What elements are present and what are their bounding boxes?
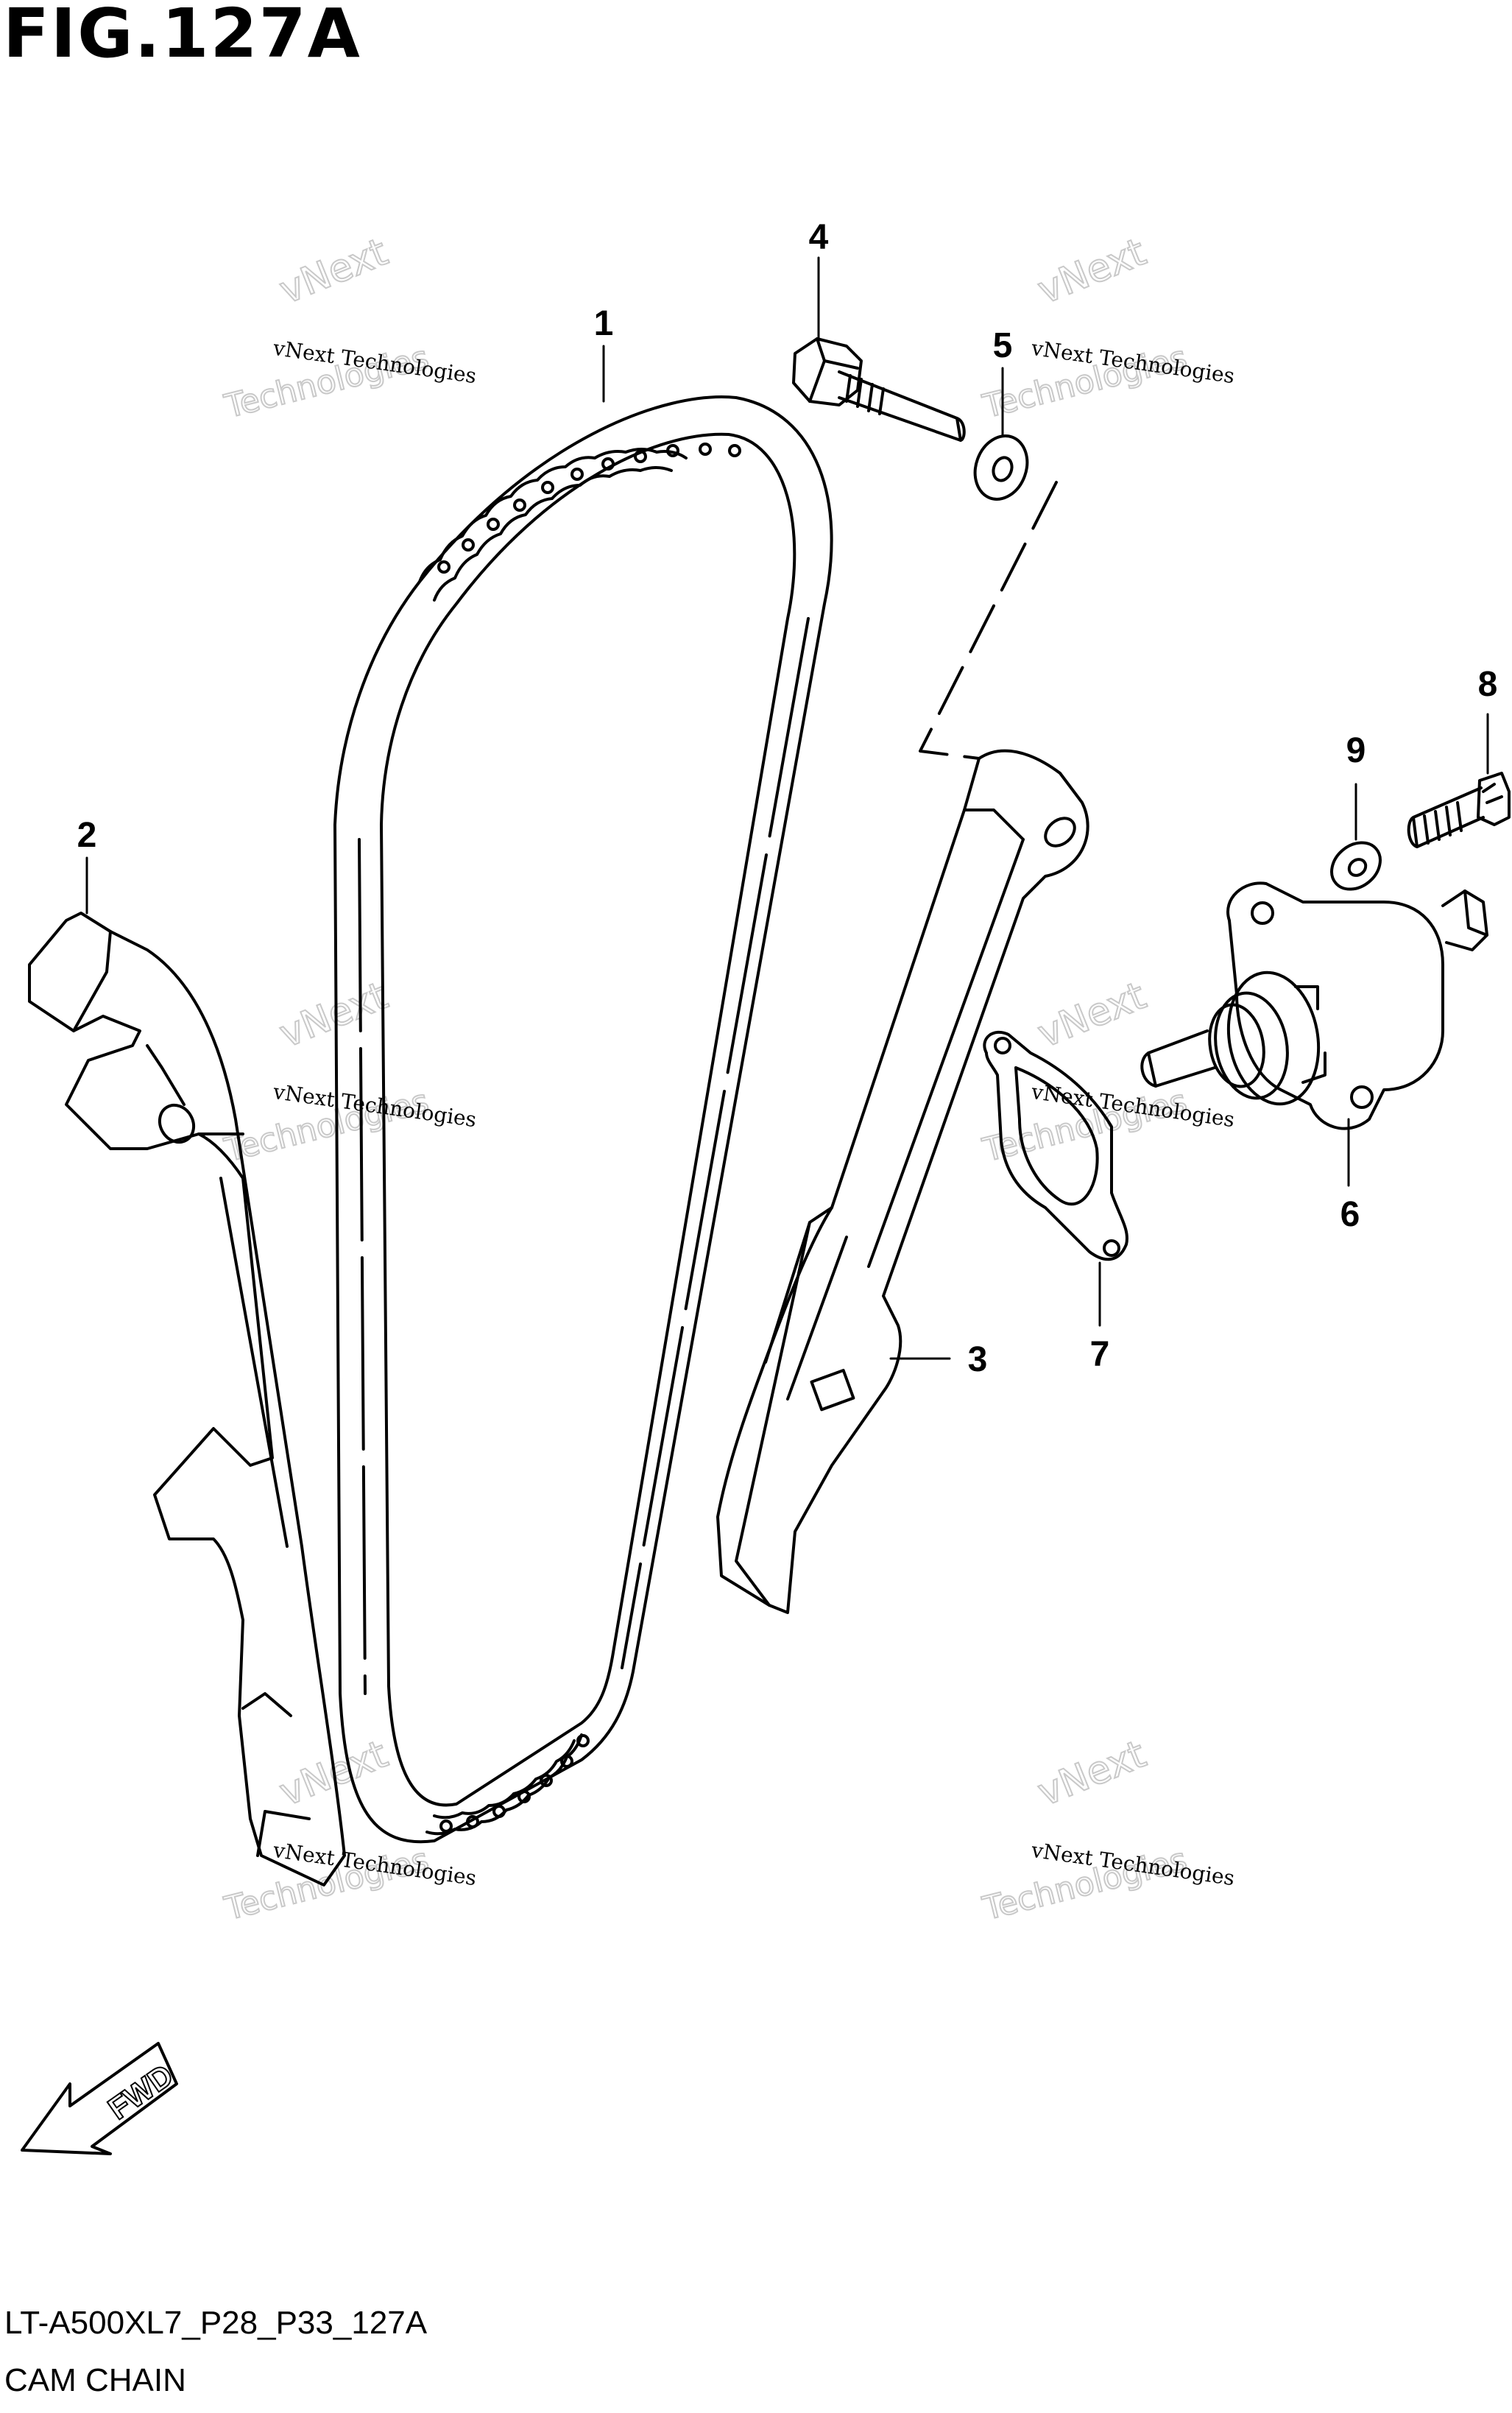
diagram-caption: CAM CHAIN <box>4 2362 186 2398</box>
leader-lines <box>85 256 1489 1360</box>
tensioner-gasket <box>983 1030 1128 1261</box>
tensioner-bolt <box>1407 772 1511 848</box>
svg-text:vNext: vNext <box>1032 230 1152 313</box>
model-code: LT-A500XL7_P28_P33_127A <box>4 2305 428 2341</box>
svg-text:vNext: vNext <box>274 230 394 313</box>
watermark: vNext Technologies vNext Technologies <box>220 973 478 1170</box>
callout-4: 4 <box>809 218 829 257</box>
callout-5: 5 <box>993 326 1013 365</box>
callout-3: 3 <box>968 1340 988 1379</box>
figure-title: FIG.127A <box>3 0 361 73</box>
svg-text:vNext: vNext <box>1032 973 1152 1057</box>
watermark: vNext Technologies vNext Technologies <box>978 229 1236 426</box>
callout-9: 9 <box>1346 731 1366 770</box>
watermark: vNext Technologies vNext Technologies <box>978 1731 1236 1928</box>
callout-2: 2 <box>77 816 97 855</box>
callout-8: 8 <box>1478 665 1498 704</box>
svg-text:vNext: vNext <box>274 973 394 1057</box>
fwd-direction-arrow <box>21 2042 178 2155</box>
cam-chain <box>333 395 833 1844</box>
watermark: vNext Technologies vNext Technologies <box>220 229 478 426</box>
callout-6: 6 <box>1340 1195 1360 1234</box>
chain-tensioner-guide <box>716 481 1089 1614</box>
callout-7: 7 <box>1090 1335 1110 1374</box>
tensioner-washer <box>1330 841 1382 891</box>
callout-1: 1 <box>594 304 614 343</box>
guide-bolt <box>792 337 966 442</box>
washer <box>973 434 1029 501</box>
cam-chain-tensioner <box>1140 881 1488 1130</box>
chain-guide-left <box>28 912 346 1887</box>
svg-text:vNext: vNext <box>1032 1732 1152 1815</box>
